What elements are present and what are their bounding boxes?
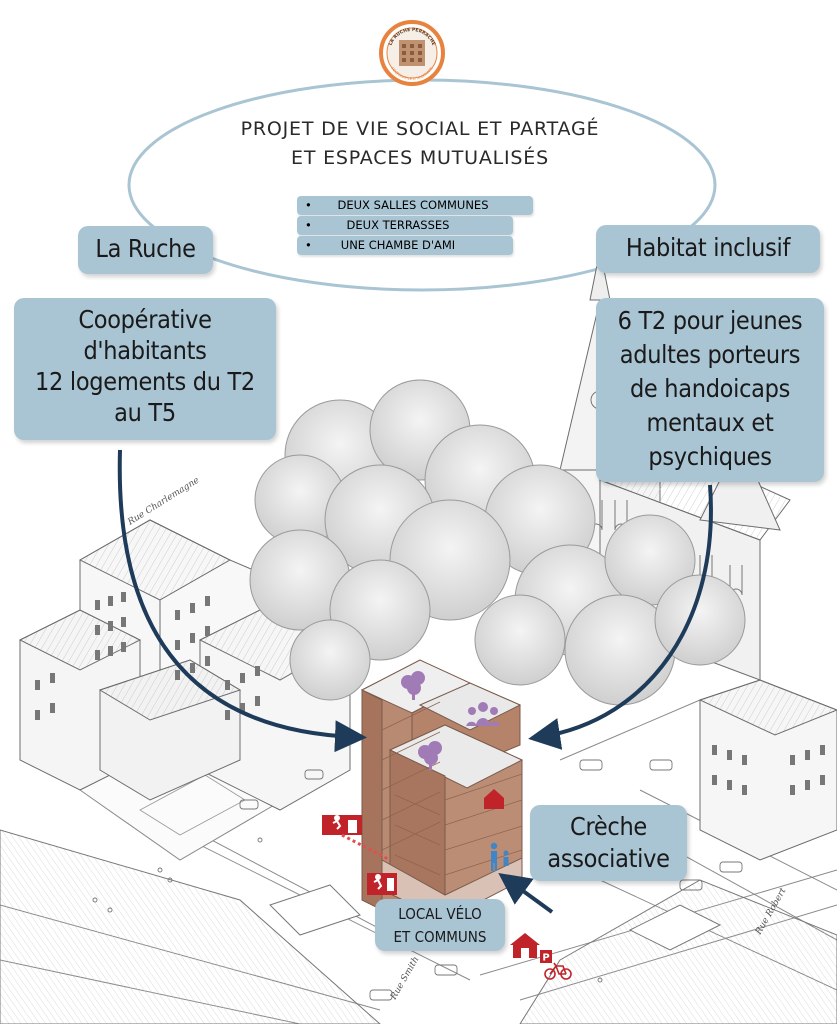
la-ruche-details-box: Coopérative d'habitants 12 logements du …	[14, 298, 276, 440]
habitat-inclusif-line: 6 T2 pour jeunes	[617, 306, 803, 335]
local-velo-line: ET COMMUNS	[393, 928, 487, 946]
house-icon	[510, 933, 540, 958]
bullet: •	[305, 238, 312, 252]
creche-line: associative	[547, 844, 670, 873]
park-trees	[249, 379, 746, 706]
la-ruche-title-box: La Ruche	[78, 226, 213, 274]
logo: LA RUCHE PERRACHE COOPERATIVE D'HABITANT…	[379, 20, 445, 86]
house-icon	[484, 789, 504, 809]
street-label: Rue Charlemagne	[125, 476, 201, 529]
list-item: • DEUX TERRASSES	[297, 216, 513, 235]
list-item-label: DEUX TERRASSES	[346, 218, 450, 232]
central-building	[360, 659, 524, 921]
heading-line-2: ET ESPACES MUTUALISÉS	[291, 147, 549, 169]
bullet: •	[305, 198, 312, 212]
creche-box: Crèche associative	[530, 805, 687, 881]
tree-icon	[418, 741, 442, 770]
block-lower-left	[0, 829, 381, 1024]
local-velo-box: LOCAL VÉLO ET COMMUNS	[375, 899, 505, 951]
shared-spaces-list: • DEUX SALLES COMMUNES • DEUX TERRASSES …	[297, 196, 533, 256]
building-floors	[381, 701, 523, 876]
parking-letter: P	[542, 953, 549, 964]
habitat-inclusif-line: de handoicaps	[629, 374, 791, 403]
habitat-inclusif-line: adultes porteurs	[619, 340, 801, 369]
arrow-creche	[498, 872, 554, 914]
street-details	[92, 759, 743, 1001]
habitat-inclusif-title: Habitat inclusif	[625, 233, 791, 262]
list-item: • DEUX SALLES COMMUNES	[297, 196, 533, 215]
list-item-label: DEUX SALLES COMMUNES	[337, 198, 489, 212]
shared-project-heading: PROJET DE VIE SOCIAL ET PARTAGÉ ET ESPAC…	[150, 115, 690, 173]
la-ruche-title: La Ruche	[95, 234, 196, 263]
exit-icon	[322, 815, 362, 835]
left-windows	[35, 592, 260, 720]
street-label: Rue Smith	[388, 955, 421, 1002]
heading-line-1: PROJET DE VIE SOCIAL ET PARTAGÉ	[240, 118, 600, 140]
arrow-la-ruche	[117, 449, 367, 753]
la-ruche-line: 12 logements du T2	[35, 367, 255, 396]
arrow-habitat-inclusif	[528, 484, 713, 750]
bicycle-icon	[544, 962, 572, 980]
right-buildings	[698, 679, 837, 861]
family-icon	[490, 842, 509, 871]
la-ruche-line: d'habitants	[83, 336, 207, 365]
parking-icon: P	[540, 950, 552, 964]
group-icon	[466, 702, 500, 726]
tree-icon	[401, 671, 425, 700]
list-item: • UNE CHAMBE D'AMI	[297, 236, 513, 255]
habitat-inclusif-line: mentaux et	[646, 408, 774, 437]
habitat-inclusif-details-box: 6 T2 pour jeunes adultes porteurs de han…	[596, 298, 824, 482]
bullet: •	[305, 218, 312, 232]
local-velo-line: LOCAL VÉLO	[398, 905, 482, 923]
exit-icon	[367, 873, 397, 895]
la-ruche-line: Coopérative	[78, 305, 212, 334]
list-item-label: UNE CHAMBE D'AMI	[340, 238, 456, 252]
habitat-inclusif-line: psychiques	[648, 442, 772, 471]
creche-line: Crèche	[570, 812, 647, 841]
la-ruche-line: au T5	[114, 398, 176, 427]
right-windows	[712, 745, 825, 795]
block-lower-right	[519, 879, 837, 1024]
habitat-inclusif-title-box: Habitat inclusif	[596, 225, 820, 273]
